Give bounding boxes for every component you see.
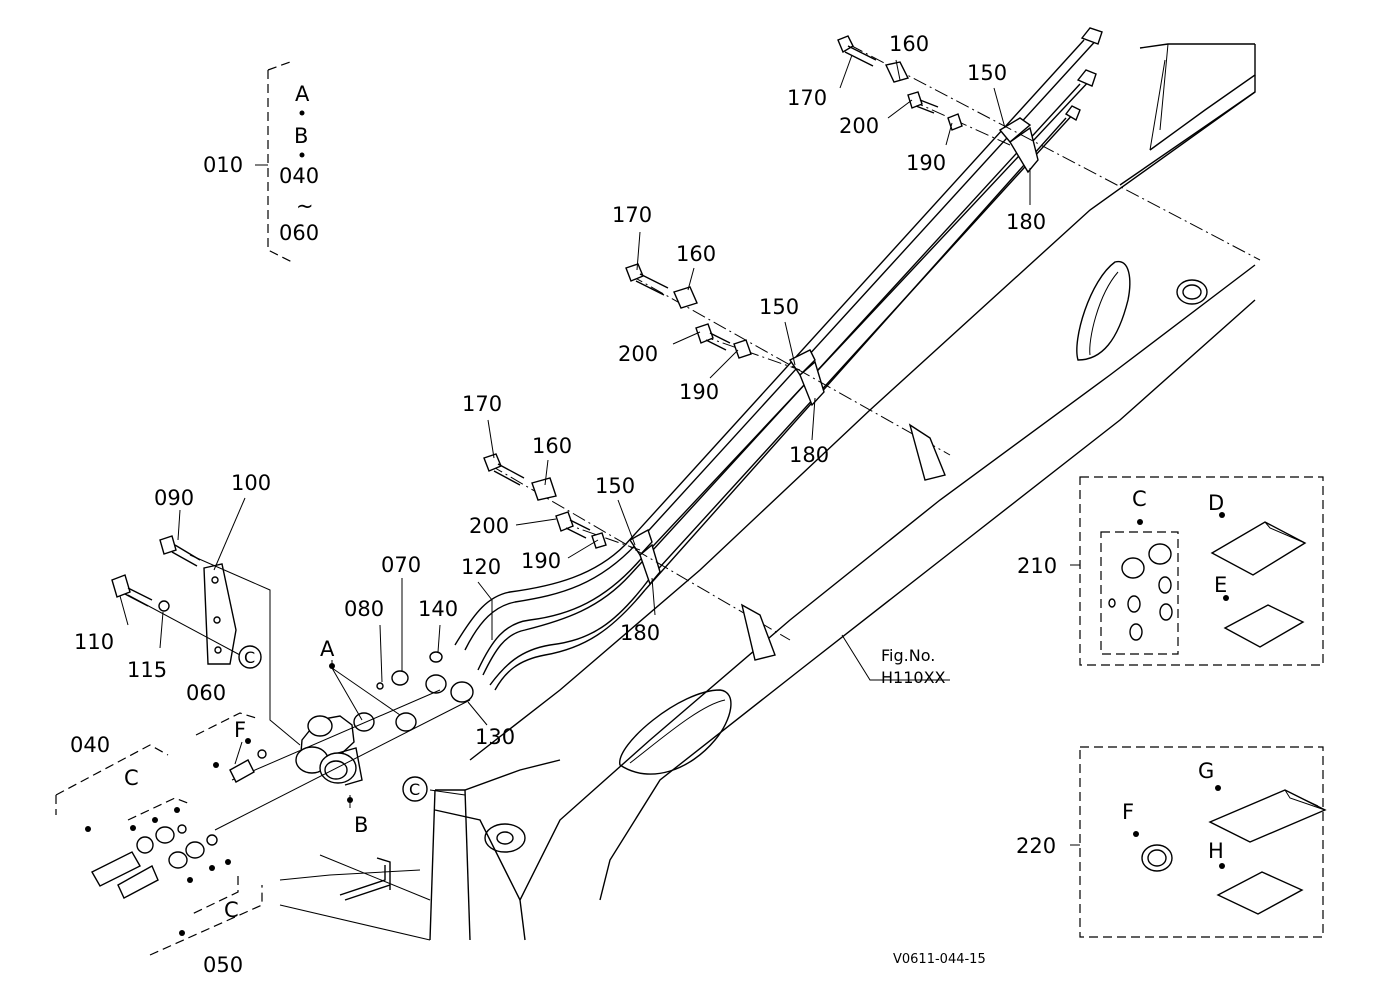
callout-040: 040 (70, 733, 110, 757)
callout-050: 050 (203, 953, 243, 977)
subassembly-outlines (55, 61, 1324, 956)
callout-115: 115 (127, 658, 167, 682)
fasteners (483, 35, 963, 549)
callout-190-mid: 190 (679, 380, 719, 404)
bracket-label-060: 060 (279, 221, 319, 245)
callout-060: 060 (186, 681, 226, 705)
callout-a: A (320, 637, 335, 661)
hydraulic-pipes (454, 27, 1261, 691)
callout-130: 130 (475, 725, 515, 749)
figure-label: Fig.No. (881, 646, 935, 665)
callout-080: 080 (344, 597, 384, 621)
callout-180-mid: 180 (789, 443, 829, 467)
kit-220-label-f: F (1122, 800, 1134, 824)
callout-b: B (354, 813, 368, 837)
callout-190-low: 190 (521, 549, 561, 573)
callout-180-top: 180 (1006, 210, 1046, 234)
callout-120: 120 (461, 555, 501, 579)
callout-c-upper: C (124, 766, 139, 790)
callout-090: 090 (154, 486, 194, 510)
circled-ref-c-plate: C (244, 648, 255, 667)
callout-160-low: 160 (532, 434, 572, 458)
callout-010: 010 (203, 153, 243, 177)
callout-160-mid: 160 (676, 242, 716, 266)
reference-dots (85, 110, 1229, 936)
circled-ref-c-boom: C (409, 780, 420, 799)
callout-150-top: 150 (967, 61, 1007, 85)
callout-170-mid: 170 (612, 203, 652, 227)
callout-140: 140 (418, 597, 458, 621)
kit-210-label-d: D (1208, 491, 1224, 515)
loader-boom (279, 43, 1256, 941)
callout-f: F (234, 718, 246, 742)
kit-210-label-c: C (1132, 487, 1147, 511)
callout-c-lower: C (224, 898, 239, 922)
kit-220-label-g: G (1198, 759, 1214, 783)
callout-110: 110 (74, 630, 114, 654)
callout-150-low: 150 (595, 474, 635, 498)
leader-lines (119, 54, 1080, 846)
callout-160-top: 160 (889, 32, 929, 56)
callout-200-low: 200 (469, 514, 509, 538)
kit-210-label-e: E (1214, 573, 1227, 597)
kit-220-label-h: H (1208, 839, 1224, 863)
callout-170-top: 170 (787, 86, 827, 110)
bracket-label-a: A (295, 82, 310, 106)
callout-labels: 010 A B 040 ~ 060 170 160 150 200 190 18… (70, 32, 1227, 977)
figure-number: H110XX (881, 668, 946, 687)
coupler-block-assembly (91, 535, 474, 899)
bracket-label-040: 040 (279, 164, 319, 188)
kit-220-contents (1141, 789, 1327, 915)
callout-190-top: 190 (906, 151, 946, 175)
callout-200-mid: 200 (618, 342, 658, 366)
callout-070: 070 (381, 553, 421, 577)
callout-170-low: 170 (462, 392, 502, 416)
callout-100: 100 (231, 471, 271, 495)
kit-210-contents (1108, 521, 1307, 648)
callout-180-low: 180 (620, 621, 660, 645)
bracket-tilde: ~ (296, 194, 314, 218)
drawing-code: V0611-044-15 (893, 952, 986, 967)
kit-210-number: 210 (1017, 554, 1057, 578)
callout-200-top: 200 (839, 114, 879, 138)
kit-220-number: 220 (1016, 834, 1056, 858)
bracket-label-b: B (294, 124, 308, 148)
callout-150-mid: 150 (759, 295, 799, 319)
